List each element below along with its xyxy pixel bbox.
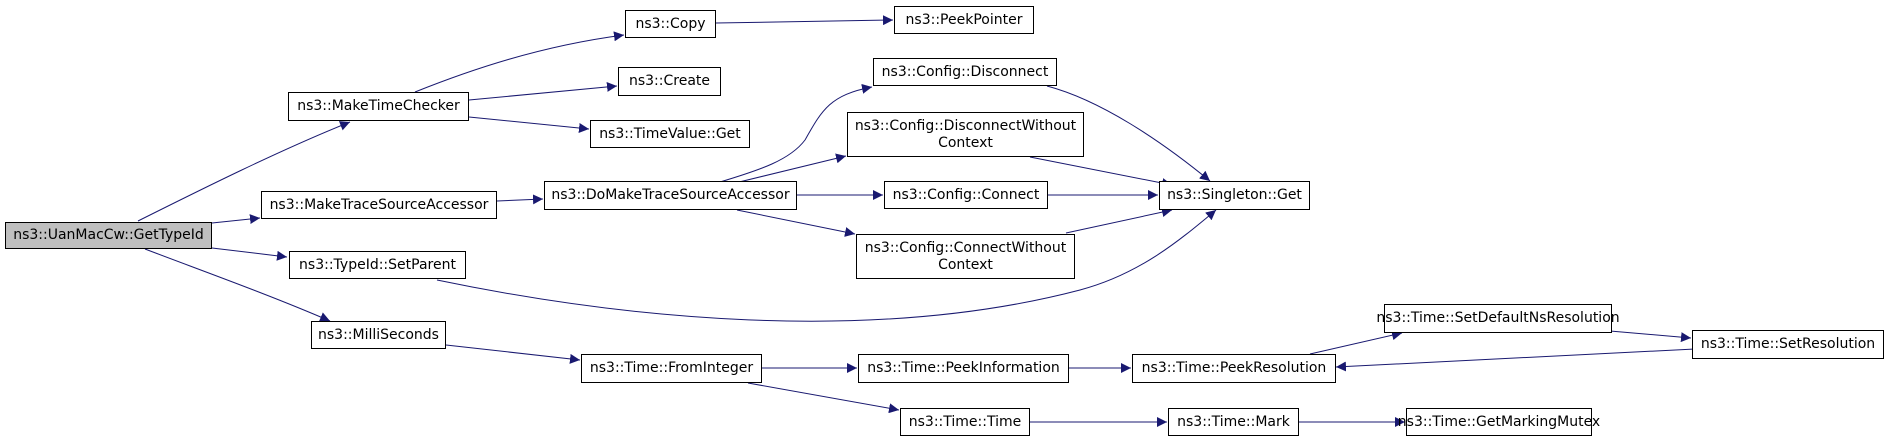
node-label: ns3::Time::SetResolution <box>1700 336 1876 352</box>
node-label: ns3::TypeId::SetParent <box>299 256 456 273</box>
node-time-frominteger[interactable]: ns3::Time::FromInteger <box>581 354 762 383</box>
node-label: ns3::DoMakeTraceSourceAccessor <box>551 187 790 203</box>
edge-domake-configdisconnectwithoutcontext <box>734 153 847 184</box>
node-config-disconnect[interactable]: ns3::Config::Disconnect <box>873 58 1057 86</box>
node-typeid-setparent[interactable]: ns3::TypeId::SetParent <box>289 251 466 279</box>
node-label: ns3::Copy <box>635 15 706 32</box>
edge-setdefaultns-setresolution <box>1609 330 1692 343</box>
edge-domake-configconnectwithoutcontext <box>736 209 856 237</box>
node-maketracesourceaccessor[interactable]: ns3::MakeTraceSourceAccessor <box>261 191 497 219</box>
node-label: ns3::Config::Disconnect <box>881 63 1049 80</box>
node-config-connectwithoutcontext[interactable]: ns3::Config::ConnectWithout Context <box>856 234 1075 279</box>
edge-peekresolution-setdefaultnsresolution <box>1309 330 1403 355</box>
node-label: ns3::MakeTraceSourceAccessor <box>269 196 489 213</box>
edge-configdisconnectwithout-singletonget <box>1029 156 1173 188</box>
node-time-peekresolution[interactable]: ns3::Time::PeekResolution <box>1132 354 1336 383</box>
node-label: ns3::Singleton::Get <box>1167 187 1302 203</box>
edge-gettypeid-setparent <box>211 247 288 261</box>
node-peekpointer[interactable]: ns3::PeekPointer <box>894 6 1034 34</box>
edge-maketimechecker-create <box>468 81 618 101</box>
node-time-getmarkingmutex[interactable]: ns3::Time::GetMarkingMutex <box>1398 408 1600 436</box>
node-timevalue-get[interactable]: ns3::TimeValue::Get <box>590 120 750 148</box>
node-label: ns3::Time::Mark <box>1177 413 1290 430</box>
node-create[interactable]: ns3::Create <box>618 67 721 96</box>
node-domaketracesourceaccessor[interactable]: ns3::DoMakeTraceSourceAccessor <box>544 181 797 210</box>
node-label: ns3::Config::ConnectWithout Context <box>864 239 1067 273</box>
node-time-time[interactable]: ns3::Time::Time <box>900 408 1030 436</box>
edge-gettypeid-maketracesourceaccessor <box>211 214 261 225</box>
node-label: ns3::Config::DisconnectWithout Context <box>854 117 1077 151</box>
node-label: ns3::Time::FromInteger <box>589 360 754 376</box>
node-config-connect[interactable]: ns3::Config::Connect <box>884 181 1048 209</box>
node-singleton-get[interactable]: ns3::Singleton::Get <box>1159 181 1310 210</box>
edge-gettypeid-maketimechecker <box>137 121 351 222</box>
edge-maketimechecker-timevalueget <box>468 116 590 133</box>
node-uanmaccw-gettypeid: ns3::UanMacCw::GetTypeId <box>5 222 212 249</box>
node-time-setresolution[interactable]: ns3::Time::SetResolution <box>1692 330 1884 359</box>
node-label: ns3::MilliSeconds <box>318 326 439 343</box>
edge-domake-configdisconnect <box>719 83 873 183</box>
node-time-setdefaultnsresolution[interactable]: ns3::Time::SetDefaultNsResolution <box>1376 304 1620 333</box>
node-maketimechecker[interactable]: ns3::MakeTimeChecker <box>288 92 469 121</box>
node-time-peekinformation[interactable]: ns3::Time::PeekInformation <box>858 354 1069 383</box>
edge-frominteger-timetime <box>747 382 900 414</box>
node-label: ns3::PeekPointer <box>905 11 1023 28</box>
node-label: ns3::TimeValue::Get <box>599 125 741 142</box>
node-time-mark[interactable]: ns3::Time::Mark <box>1168 408 1299 436</box>
edge-maketimechecker-copy <box>414 31 625 93</box>
edge-setparent-singletonget <box>436 209 1217 322</box>
node-label: ns3::UanMacCw::GetTypeId <box>13 227 204 243</box>
node-label: ns3::MakeTimeChecker <box>297 98 460 114</box>
node-label: ns3::Time::GetMarkingMutex <box>1397 413 1601 430</box>
edge-configconnectwithout-singletonget <box>1065 207 1173 234</box>
node-label: ns3::Time::PeekInformation <box>867 360 1060 376</box>
edge-milliseconds-timefrominteger <box>445 344 581 364</box>
edge-copy-peekpointer <box>715 15 894 26</box>
edge-setresolution-peekresolution <box>1335 348 1696 372</box>
node-label: ns3::Time::Time <box>908 413 1022 430</box>
node-label: ns3::Time::PeekResolution <box>1141 360 1327 376</box>
node-copy[interactable]: ns3::Copy <box>625 10 716 38</box>
edge-configdisconnect-singletonget <box>1046 85 1211 182</box>
node-label: ns3::Create <box>628 73 711 89</box>
edge-gettypeid-milliseconds <box>144 248 331 322</box>
edge-maketracesourceaccessor-domaketracesourceaccessor <box>496 194 544 205</box>
node-config-disconnectwithoutcontext[interactable]: ns3::Config::DisconnectWithout Context <box>847 112 1084 157</box>
node-milliseconds[interactable]: ns3::MilliSeconds <box>311 321 446 349</box>
node-label: ns3::Time::SetDefaultNsResolution <box>1376 310 1620 326</box>
node-label: ns3::Config::Connect <box>892 186 1040 203</box>
